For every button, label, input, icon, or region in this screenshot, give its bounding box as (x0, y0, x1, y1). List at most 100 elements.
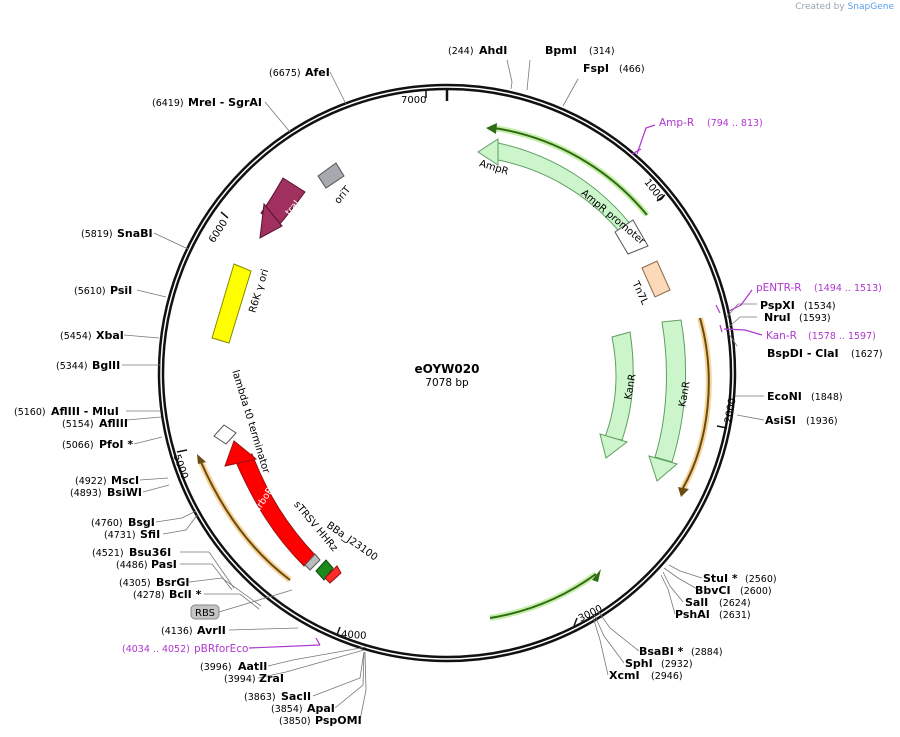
site-name-bsu36i[interactable]: Bsu36I (129, 546, 171, 559)
site-name-bspdi-clai[interactable]: BspDI - ClaI (767, 347, 839, 360)
bottom-orf-line[interactable] (489, 573, 597, 619)
site-name-pshai[interactable]: PshAI (675, 608, 710, 621)
strsv-feature[interactable] (304, 553, 321, 571)
primer-pos-pentr-r: (1494 .. 1513) (814, 283, 882, 294)
site-pos-fspi: (466) (619, 64, 645, 75)
site-name-bpmi[interactable]: BpmI (545, 44, 577, 57)
site-pos-aatii: (3996) (200, 662, 232, 673)
ampr-promoter-feature[interactable] (614, 219, 649, 255)
site-pos-xbai: (5454) (60, 331, 92, 342)
site-name-bbvci[interactable]: BbvCI (695, 584, 731, 597)
turborfp-feature-head (224, 440, 258, 467)
site-pos-bpmi: (314) (589, 46, 615, 57)
r6k-label: R6K γ ori (247, 268, 271, 314)
tick-mark-6000 (220, 211, 229, 219)
site-name-sphi[interactable]: SphI (625, 657, 653, 670)
r6k-feature[interactable] (211, 263, 252, 344)
site-name-asisi[interactable]: AsiSI (765, 414, 796, 427)
primer-pos-amp-r: (794 .. 813) (707, 118, 763, 129)
site-name-pasi[interactable]: PasI (151, 558, 177, 571)
primers: Amp-R (794 .. 813) pENTR-R (1494 .. 1513… (122, 117, 882, 655)
site-pos-bsgi: (4760) (91, 518, 123, 529)
site-name-bsiwi[interactable]: BsiWI (107, 486, 142, 499)
site-name-pspomi[interactable]: PspOMI (315, 714, 362, 727)
tick-mark-3000 (573, 617, 578, 627)
turborfp-orf-line[interactable] (200, 461, 291, 581)
site-name-apai[interactable]: ApaI (307, 702, 335, 715)
site-pos-afliii: (5154) (62, 419, 94, 430)
site-name-afei[interactable]: AfeI (305, 66, 330, 79)
plasmid-name: eOYW020 (415, 362, 480, 376)
primer-pos-kan-r: (1578 .. 1597) (808, 331, 876, 342)
site-name-xbai[interactable]: XbaI (96, 329, 124, 342)
site-pos-sphi: (2932) (661, 659, 693, 670)
traj-feature-head (259, 202, 283, 239)
site-name-zrai[interactable]: ZraI (259, 672, 284, 685)
kanr-label-2: KanR (677, 380, 692, 407)
primer-name-pentr-r[interactable]: pENTR-R (756, 282, 802, 294)
primer-name-amp-r[interactable]: Amp-R (659, 117, 694, 129)
site-name-bcli[interactable]: BclI * (169, 588, 202, 601)
site-name-nrui[interactable]: NruI (764, 311, 791, 324)
site-pos-sacii: (3863) (244, 692, 276, 703)
site-pos-apai: (3854) (271, 704, 303, 715)
primer-name-kan-r[interactable]: Kan-R (766, 330, 797, 342)
site-name-fspi[interactable]: FspI (583, 62, 609, 75)
site-name-bsrgi[interactable]: BsrGI (156, 576, 189, 589)
rbs-label: RBS (195, 608, 215, 619)
site-pos-bsrgi: (4305) (119, 578, 151, 589)
site-name-afliii-mlui[interactable]: AflIII - MluI (51, 405, 119, 418)
site-name-mrei-sgrai[interactable]: MreI - SgrAI (188, 96, 262, 109)
site-name-psii[interactable]: PsiI (110, 284, 132, 297)
site-name-sfii[interactable]: SfiI (140, 528, 160, 541)
site-pos-avrii: (4136) (161, 626, 193, 637)
site-name-sacii[interactable]: SacII (281, 690, 311, 703)
tick-label-6000: 6000 (207, 218, 230, 245)
primer-leader-lines (248, 124, 763, 649)
site-name-msci[interactable]: MscI (111, 474, 139, 487)
tick-mark-1000 (656, 194, 666, 202)
kanr-feature-2[interactable] (654, 319, 687, 463)
site-pos-bsabi: (2884) (691, 647, 723, 658)
site-name-bsgi[interactable]: BsgI (128, 516, 155, 529)
bottom-orf-halo (489, 571, 598, 621)
site-pos-zrai: (3994) (224, 674, 256, 685)
site-pos-psii: (5610) (74, 286, 106, 297)
site-pos-afliii-mlui: (5160) (14, 407, 46, 418)
site-pos-stui: (2560) (745, 574, 777, 585)
site-name-xcmi[interactable]: XcmI (609, 669, 640, 682)
kanr-feature-1-head (599, 433, 629, 459)
primer-name-pbrforeco[interactable]: pBRforEco (194, 643, 248, 655)
site-name-stui[interactable]: StuI * (703, 572, 738, 585)
site-name-pspxi[interactable]: PspXI (760, 299, 795, 312)
ampr-orf-line[interactable] (493, 127, 648, 216)
site-pos-pspxi: (1534) (804, 301, 836, 312)
site-name-afliii[interactable]: AflIII (99, 417, 128, 430)
site-name-bglii[interactable]: BglII (92, 359, 120, 372)
kanr-feature-2-head (648, 455, 679, 482)
bba-feature[interactable] (315, 559, 334, 581)
site-name-econi[interactable]: EcoNI (767, 390, 802, 403)
kanr-label-1: KanR (623, 373, 638, 400)
site-name-sali[interactable]: SalI (685, 596, 708, 609)
site-name-snabi[interactable]: SnaBI (117, 227, 153, 240)
orit-feature[interactable] (317, 162, 345, 189)
site-name-ahdi[interactable]: AhdI (479, 44, 507, 57)
ampr-feature-head (477, 138, 499, 166)
site-pos-sali: (2624) (719, 598, 751, 609)
tn7l-feature[interactable] (641, 260, 671, 298)
site-pos-sfii: (4731) (104, 530, 136, 541)
site-name-aatii[interactable]: AatII (238, 660, 267, 673)
site-name-avrii[interactable]: AvrII (197, 624, 226, 637)
tick-label-2000: 2000 (723, 397, 738, 424)
tn7l-label: Tn7L (629, 279, 650, 307)
site-pos-pshai: (2631) (719, 610, 751, 621)
lambda-t0-feature[interactable] (213, 424, 237, 445)
site-name-pfoi[interactable]: PfoI * (99, 438, 133, 451)
site-pos-pspomi: (3850) (279, 716, 311, 727)
orit-label: oriT (333, 184, 354, 206)
site-name-bsabi[interactable]: BsaBI * (639, 645, 684, 658)
site-pos-bglii: (5344) (56, 361, 88, 372)
kanr-orf-line[interactable] (682, 317, 710, 489)
